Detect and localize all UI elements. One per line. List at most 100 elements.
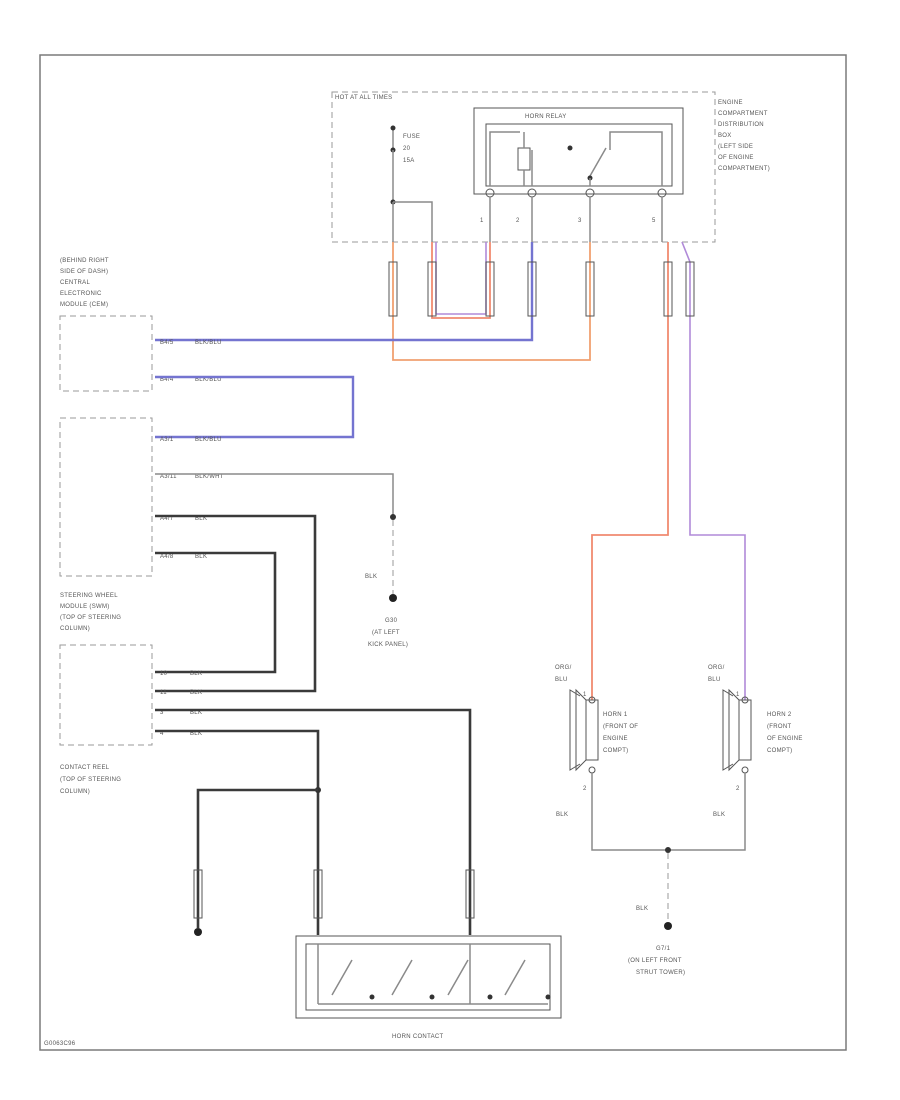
svg-text:2: 2 [516,218,520,224]
svg-text:BLK: BLK [195,554,207,560]
svg-text:CENTRAL: CENTRAL [60,280,90,286]
svg-text:(TOP OF STEERING: (TOP OF STEERING [60,615,121,621]
svg-text:ENGINE: ENGINE [718,100,743,106]
wire-relay2-to-cem [155,242,534,342]
reel-pins: 10 BLK 11 BLK 3 BLK 4 BLK [160,671,202,737]
svg-text:1: 1 [480,218,484,224]
svg-text:HORN 2: HORN 2 [767,712,792,718]
svg-text:(LEFT SIDE: (LEFT SIDE [718,144,753,150]
svg-text:2: 2 [583,786,587,792]
svg-text:A3/1: A3/1 [160,437,174,443]
svg-text:(FRONT: (FRONT [767,724,791,730]
svg-text:10: 10 [160,671,168,677]
svg-text:(AT LEFT: (AT LEFT [372,630,400,636]
svg-text:BLU: BLU [555,677,568,683]
svg-text:COLUMN): COLUMN) [60,626,90,632]
svg-text:B4/5: B4/5 [160,340,174,346]
svg-text:4: 4 [160,731,164,737]
svg-text:BLK/BLU: BLK/BLU [195,340,222,346]
horn1-gnd-wire-label: BLK [556,812,568,818]
wire-swm-a4-7 [155,514,317,693]
svg-text:1: 1 [583,692,587,698]
svg-text:(BEHIND RIGHT: (BEHIND RIGHT [60,258,109,264]
svg-text:15A: 15A [403,158,415,164]
horn-contact-label: HORN CONTACT [392,1034,444,1040]
svg-text:(TOP OF STEERING: (TOP OF STEERING [60,777,121,783]
swm-label: STEERING WHEEL MODULE (SWM) (TOP OF STEE… [60,593,121,632]
svg-text:BLK/WHT: BLK/WHT [195,474,224,480]
svg-text:KICK PANEL): KICK PANEL) [368,642,408,648]
svg-text:FUSE: FUSE [403,134,420,140]
svg-text:BLK: BLK [190,690,202,696]
wire-reel-4 [155,729,320,935]
svg-text:BLK: BLK [190,671,202,677]
svg-text:BLK: BLK [190,731,202,737]
svg-text:BOX: BOX [718,133,732,139]
swm-pins: A3/1 BLK/BLU A3/11 BLK/WHT A4/7 BLK A4/8… [160,437,224,560]
ground-front-label: G7/1 (ON LEFT FRONT STRUT TOWER) [628,946,685,976]
horn1-wire-label: ORG/ BLU [555,665,572,683]
svg-text:MODULE (SWM): MODULE (SWM) [60,604,110,610]
horn-1: HORN 1 (FRONT OF ENGINE COMPT) 1 2 [569,688,638,792]
fuse-20: FUSE 20 15A [390,125,420,202]
distribution-box-outline [331,91,716,243]
ground-g7-1 [664,922,672,930]
svg-text:5: 5 [652,218,656,224]
distribution-box-label: ENGINE COMPARTMENT DISTRIBUTION BOX (LEF… [718,100,770,172]
svg-text:COMPARTMENT): COMPARTMENT) [718,166,770,172]
svg-text:ORG/: ORG/ [708,665,725,671]
svg-text:STEERING WHEEL: STEERING WHEEL [60,593,118,599]
svg-text:BLK: BLK [190,710,202,716]
svg-text:(ON LEFT FRONT: (ON LEFT FRONT [628,958,682,964]
ground-g30 [389,594,397,602]
svg-text:20: 20 [403,146,411,152]
horn-contact-ground [194,928,202,936]
svg-text:1: 1 [736,692,740,698]
wire-swm-to-ground [155,473,394,515]
svg-text:A3/11: A3/11 [160,474,177,480]
wire-relay5-horn1 [591,242,669,700]
svg-text:HORN 1: HORN 1 [603,712,628,718]
svg-text:3: 3 [578,218,582,224]
front-ground-wire-label: BLK [636,906,648,912]
contact-reel-label: CONTACT REEL (TOP OF STEERING COLUMN) [60,765,121,795]
svg-text:COLUMN): COLUMN) [60,789,90,795]
wire-fuse-to-relay3 [392,242,591,361]
svg-text:STRUT TOWER): STRUT TOWER) [636,970,685,976]
wire-fuse-to-relay1 [431,242,491,319]
svg-text:ORG/: ORG/ [555,665,572,671]
contact-reel-outline [59,644,153,746]
hot-at-all-times-label: HOT AT ALL TIMES [335,95,393,101]
svg-text:OF ENGINE: OF ENGINE [767,736,803,742]
svg-text:SIDE OF DASH): SIDE OF DASH) [60,269,108,275]
horn-relay: HORN RELAY 1 2 3 5 [473,107,684,224]
svg-text:A4/8: A4/8 [160,554,174,560]
cem-label: (BEHIND RIGHT SIDE OF DASH) CENTRAL ELEC… [60,258,109,308]
ground-g30-label: G30 (AT LEFT KICK PANEL) [368,618,408,648]
svg-text:(FRONT OF: (FRONT OF [603,724,638,730]
svg-text:ELECTRONIC: ELECTRONIC [60,291,102,297]
svg-text:G7/1: G7/1 [656,946,671,952]
cem-outline [59,315,153,392]
svg-text:BLK: BLK [195,516,207,522]
wire-relay5-horn2 [681,241,746,700]
svg-text:3: 3 [160,710,164,716]
horn2-gnd-wire-label: BLK [713,812,725,818]
svg-text:ENGINE: ENGINE [603,736,628,742]
horn-2: HORN 2 (FRONT OF ENGINE COMPT) 1 2 [722,688,803,792]
svg-text:MODULE (CEM): MODULE (CEM) [60,302,108,308]
svg-text:B4/4: B4/4 [160,377,174,383]
svg-text:COMPARTMENT: COMPARTMENT [718,111,768,117]
figure-id: G0063C96 [44,1041,76,1047]
svg-text:BLU: BLU [708,677,721,683]
svg-text:COMPT): COMPT) [767,748,792,754]
svg-text:OF ENGINE: OF ENGINE [718,155,754,161]
wire-swm-a4-8 [155,551,277,674]
svg-text:BLK/BLU: BLK/BLU [195,377,222,383]
svg-text:DISTRIBUTION: DISTRIBUTION [718,122,764,128]
swm-outline [59,417,153,577]
horn-contact [295,935,562,1019]
horn2-wire-label: ORG/ BLU [708,665,725,683]
svg-text:11: 11 [160,690,167,696]
